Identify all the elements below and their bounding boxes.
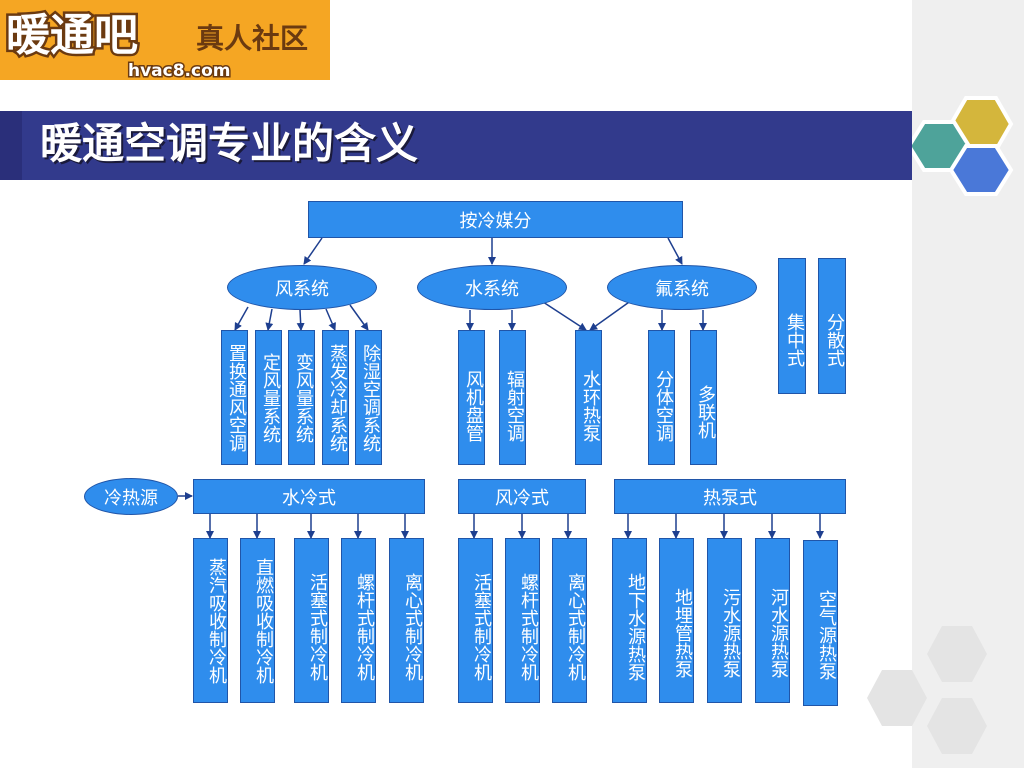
arrow-root-refrigerant <box>667 237 683 265</box>
refrigerant-leaf-1: 分体空调 <box>648 330 675 465</box>
water-cooled-leaf-4: 螺杆式制冷机 <box>341 538 376 703</box>
arrow-refrigerant-shared <box>589 299 633 331</box>
title-banner <box>0 111 912 180</box>
arrow-air-2 <box>265 308 274 331</box>
heat-pump-leaf-4: 河水源热泵 <box>755 538 790 703</box>
air-leaf-1: 置换通风空调 <box>221 330 248 465</box>
arrow-air-3 <box>296 309 305 331</box>
water-cooled-leaf-1: 蒸汽吸收制冷机 <box>193 538 228 703</box>
arrow-root-air <box>303 237 323 265</box>
hvac8-logo-graphic: 暖通吧 真人社区 hvac8.com <box>0 0 330 83</box>
water-cooled-leaf-2: 直燃吸收制冷机 <box>240 538 275 703</box>
source-node: 冷热源 <box>84 478 178 515</box>
air-cooled-leaf-2: 螺杆式制冷机 <box>505 538 540 703</box>
arrow-water-shared <box>539 299 587 331</box>
hvac-classification-diagram: 按冷媒分 风系统 水系统 氟系统 置换通风空调 定风量系统 变风量系统 蒸发冷却… <box>84 201 846 706</box>
air-leaf-4: 蒸发冷却系统 <box>322 330 349 465</box>
refrigerant-leaf-2: 多联机 <box>690 330 717 465</box>
water-system-node: 水系统 <box>417 265 567 310</box>
water-cooled-leaf-5: 离心式制冷机 <box>389 538 424 703</box>
title-banner-edge <box>0 111 22 180</box>
air-system-node: 风系统 <box>227 265 377 310</box>
svg-text:暖通吧: 暖通吧 <box>6 10 138 61</box>
air-cooled-node: 风冷式 <box>458 479 586 514</box>
water-leaf-2: 辐射空调 <box>499 330 526 465</box>
air-leaf-2: 定风量系统 <box>255 330 282 465</box>
water-cooled-leaf-3: 活塞式制冷机 <box>294 538 329 703</box>
faint-hexagon-pattern <box>867 626 987 754</box>
water-leaf-1: 风机盘管 <box>458 330 485 465</box>
air-leaf-5: 除湿空调系统 <box>355 330 382 465</box>
air-cooled-leaf-1: 活塞式制冷机 <box>458 538 493 703</box>
heat-pump-leaf-2: 地埋管热泵 <box>659 538 694 703</box>
air-leaf-3: 变风量系统 <box>288 330 315 465</box>
water-cooled-node: 水冷式 <box>193 479 425 514</box>
svg-text:真人社区: 真人社区 <box>196 22 308 55</box>
side-type-2: 分散式 <box>818 258 846 394</box>
root-node: 按冷媒分 <box>308 201 683 238</box>
heat-pump-leaf-1: 地下水源热泵 <box>612 538 647 703</box>
svg-text:hvac8.com: hvac8.com <box>128 61 231 80</box>
hexagon-decoration <box>912 96 1014 196</box>
arrow-air-5 <box>349 304 369 331</box>
arrow-air-1 <box>234 306 249 331</box>
heat-pump-leaf-3: 污水源热泵 <box>707 538 742 703</box>
hvac8-logo[interactable]: 暖通吧 真人社区 hvac8.com <box>0 0 330 83</box>
heat-pump-leaf-5: 空气源热泵 <box>803 540 838 706</box>
refrigerant-system-node: 氟系统 <box>607 265 757 310</box>
hex-blue <box>948 144 1014 196</box>
shared-leaf: 水环热泵 <box>575 330 602 465</box>
side-type-1: 集中式 <box>778 258 806 394</box>
slide-title: 暖通空调专业的含义 <box>40 119 419 168</box>
air-cooled-leaf-3: 离心式制冷机 <box>552 538 587 703</box>
diagram-connectors <box>178 237 824 539</box>
heat-pump-node: 热泵式 <box>614 479 846 514</box>
arrow-air-4 <box>325 308 336 331</box>
